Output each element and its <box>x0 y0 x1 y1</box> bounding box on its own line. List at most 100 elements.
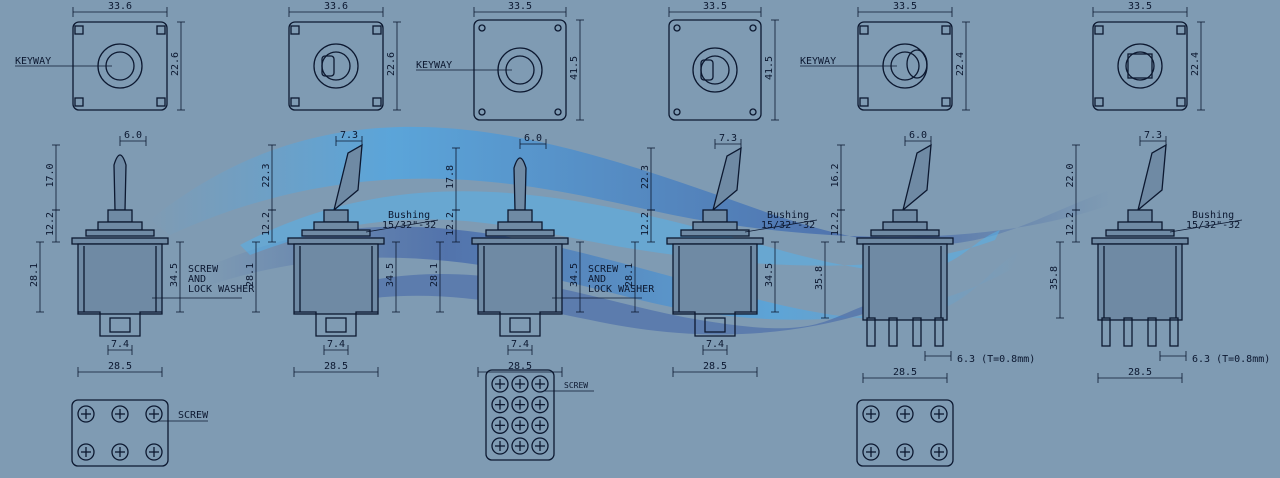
top-height-dim-label: 22.6 <box>386 52 397 76</box>
lever <box>1136 143 1167 212</box>
mount-hole <box>554 24 562 32</box>
body <box>77 243 163 315</box>
bushing <box>507 209 533 223</box>
terminal-screw <box>491 416 509 434</box>
mount-hole <box>1094 25 1104 35</box>
washer <box>85 229 155 237</box>
nut <box>692 221 738 231</box>
mount-hole <box>290 25 300 35</box>
terminal-width-dim-label: 7.4 <box>327 339 345 350</box>
base-width-dim-label: 28.5 <box>893 367 917 378</box>
lever-tip-dim-label: 7.3 <box>1144 130 1162 141</box>
terminal-screw <box>511 416 529 434</box>
screw-terminals <box>294 311 378 337</box>
nut <box>497 221 543 231</box>
mount-hole <box>554 108 562 116</box>
lever-top <box>700 59 714 81</box>
mount-height-dim-label: 34.5 <box>764 263 775 287</box>
nut <box>882 221 928 231</box>
top-height-dim-label: 41.5 <box>569 56 580 80</box>
terminal-screw <box>145 405 163 423</box>
lever-tip-dim-label: 7.3 <box>340 130 358 141</box>
mount-hole <box>372 97 382 107</box>
mount-hole <box>749 108 757 116</box>
terminal-screw <box>531 416 549 434</box>
bushing-label: Bushing <box>1192 210 1234 221</box>
terminal-width-dim-label: 7.4 <box>706 339 724 350</box>
quick-connect-tab <box>888 317 898 347</box>
body-height-dim-label: 28.1 <box>624 263 635 287</box>
flange <box>287 237 385 245</box>
terminal-screw <box>511 396 529 414</box>
lever <box>901 143 932 212</box>
washer <box>1105 229 1175 237</box>
top-view-plate <box>1092 21 1188 111</box>
quick-connect-tab <box>912 317 922 347</box>
flange <box>856 237 954 245</box>
top-height-dim-label: 22.6 <box>170 52 181 76</box>
top-width-dim-label: 33.5 <box>508 1 532 12</box>
bushing-inner <box>1125 51 1155 81</box>
top-width-dim-label: 33.5 <box>1128 1 1152 12</box>
bushing <box>892 209 918 223</box>
body-height-dim-label: 28.1 <box>245 263 256 287</box>
keyway-label: KEYWAY <box>800 56 836 67</box>
terminal-width-dim-label: 7.4 <box>111 339 129 350</box>
top-width-dim-label: 33.5 <box>703 1 727 12</box>
terminal-screw <box>896 405 914 423</box>
terminal-screw <box>531 396 549 414</box>
screw-label: SCREW <box>178 410 209 421</box>
mount-hole <box>941 97 951 107</box>
terminal-screw <box>77 443 95 461</box>
body-height-dim-label: 28.1 <box>29 263 40 287</box>
top-height-dim-label: 41.5 <box>764 56 775 80</box>
mount-height-dim-label: 34.5 <box>385 263 396 287</box>
washer <box>301 229 371 237</box>
bushing-ring <box>313 43 359 89</box>
bushing-thread: 15/32"-32 <box>382 220 436 231</box>
terminal-screw <box>77 405 95 423</box>
terminal-screw <box>491 437 509 455</box>
bushing-ring <box>692 47 738 93</box>
terminal-screw <box>111 405 129 423</box>
bushing-height-dim-label: 12.2 <box>640 212 651 236</box>
mount-hole <box>749 24 757 32</box>
blade-label: 6.3 (T=0.8mm) <box>1192 354 1270 365</box>
mount-hole <box>372 25 382 35</box>
quick-connect-tab <box>934 317 944 347</box>
base-width-dim-label: 28.5 <box>324 361 348 372</box>
top-height-dim-label: 22.4 <box>1190 52 1201 76</box>
bushing-thread: 15/32"-32 <box>761 220 815 231</box>
bushing-height-dim-label: 12.2 <box>445 212 456 236</box>
terminal-width-dim-label: 7.4 <box>511 339 529 350</box>
mount-hole <box>1176 25 1186 35</box>
mount-hole <box>941 25 951 35</box>
centre-terminal <box>325 317 347 333</box>
lever-height-dim-label: 17.0 <box>45 163 56 187</box>
mount-height-dim-label: 34.5 <box>169 263 180 287</box>
washer <box>680 229 750 237</box>
bushing-height-dim-label: 12.2 <box>261 212 272 236</box>
terminal-screw <box>511 437 529 455</box>
mount-hole <box>74 25 84 35</box>
mount-hole <box>1094 97 1104 107</box>
bushing <box>107 209 133 223</box>
terminal-screw <box>531 437 549 455</box>
screw-terminals <box>78 311 162 337</box>
terminal-screw <box>862 443 880 461</box>
bushing-leader <box>744 219 818 233</box>
terminal-screw <box>491 396 509 414</box>
nut <box>313 221 359 231</box>
terminal-screw <box>531 375 549 393</box>
lever <box>513 157 527 211</box>
mount-hole <box>673 108 681 116</box>
lever-tip-dim-label: 6.0 <box>124 130 142 141</box>
terminal-screw <box>896 443 914 461</box>
top-view-plate <box>668 19 762 121</box>
bushing-label: Bushing <box>388 210 430 221</box>
bottom-view <box>856 399 954 467</box>
body <box>862 243 948 321</box>
